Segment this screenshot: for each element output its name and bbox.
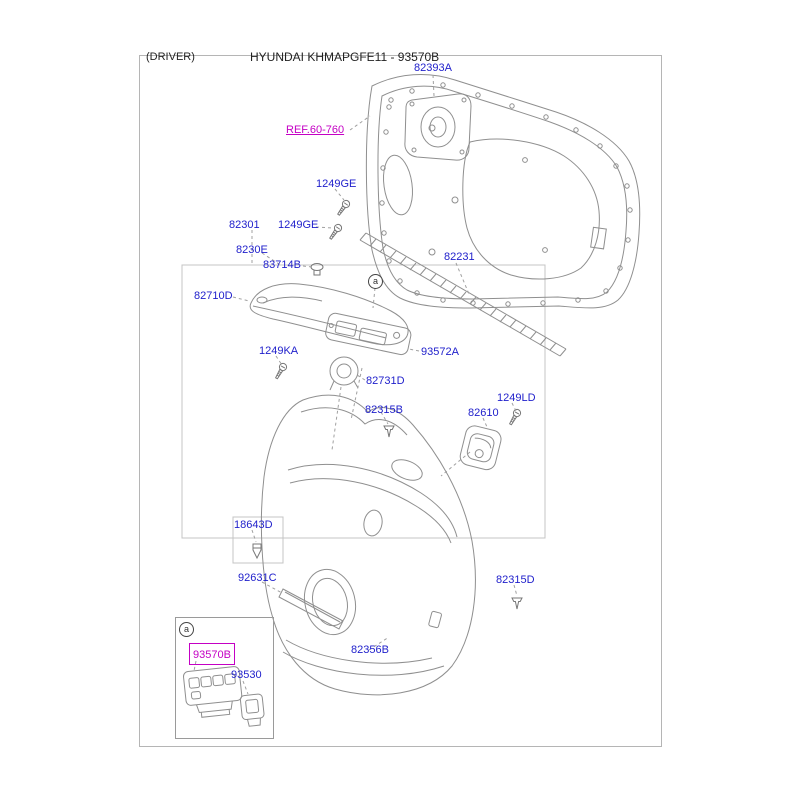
inset-switch-drawings (182, 666, 265, 727)
part-label-82710D[interactable]: 82710D (194, 290, 233, 302)
trim-strip-drawing (278, 588, 344, 630)
ref-link-60-760[interactable]: REF.60-760 (286, 124, 345, 136)
screw-1249LD (506, 407, 523, 427)
power-window-sub-switch-drawing (239, 693, 265, 727)
part-label-82301[interactable]: 82301 (229, 219, 260, 231)
clip-group-box (232, 516, 284, 564)
speaker-bracket-drawing (404, 93, 472, 161)
page-title: HYUNDAI KHMAPGFE11 - 93570B (250, 50, 440, 64)
page-border-frame (139, 55, 662, 747)
screw-1249GE-mid (327, 222, 344, 242)
driver-side-label: (DRIVER) (146, 51, 195, 63)
part-label-93570B[interactable]: 93570B (193, 649, 231, 661)
part-label-82231[interactable]: 82231 (444, 251, 475, 263)
part-label-82393A[interactable]: 82393A (414, 62, 452, 74)
part-label-93530[interactable]: 93530 (231, 669, 262, 681)
callout-marker-a-main: a (368, 274, 383, 289)
part-label-1249LD[interactable]: 1249LD (497, 392, 536, 404)
weatherstrip-drawing (359, 232, 567, 357)
part-label-82356B[interactable]: 82356B (351, 644, 389, 656)
clip-82315D (511, 597, 523, 610)
tweeter-drawing (329, 356, 359, 391)
part-label-92631C[interactable]: 92631C (238, 572, 277, 584)
screw-1249GE-top (335, 198, 352, 218)
part-label-93572A[interactable]: 93572A (421, 346, 459, 358)
door-trim-panel-drawing (260, 394, 476, 696)
callout-marker-a-inset: a (179, 622, 194, 637)
screw-1249KA (272, 361, 289, 381)
armrest-drawing (249, 283, 409, 346)
part-label-82315B[interactable]: 82315B (365, 404, 403, 416)
highlighted-part-box: 93570B (189, 643, 235, 665)
part-label-1249GE-mid[interactable]: 1249GE (278, 219, 319, 231)
door-inner-panel-drawing (365, 73, 641, 309)
leader-lines (193, 74, 518, 695)
inner-handle-drawing (459, 425, 502, 471)
part-label-82731D[interactable]: 82731D (366, 375, 405, 387)
part-label-8230E[interactable]: 8230E (236, 244, 268, 256)
part-label-83714B[interactable]: 83714B (263, 259, 301, 271)
clip-18643D (252, 543, 262, 560)
part-label-18643D[interactable]: 18643D (234, 519, 273, 531)
part-label-82610[interactable]: 82610 (468, 407, 499, 419)
assembly-group-box (181, 264, 546, 539)
part-label-1249KA[interactable]: 1249KA (259, 345, 299, 357)
inset-detail-box (175, 617, 274, 739)
clip-82315B (383, 425, 395, 438)
part-label-82315D[interactable]: 82315D (496, 574, 535, 586)
power-window-main-switch-drawing (182, 666, 243, 718)
switch-bezel-drawing (325, 312, 412, 356)
part-label-1249GE-top[interactable]: 1249GE (316, 178, 357, 190)
